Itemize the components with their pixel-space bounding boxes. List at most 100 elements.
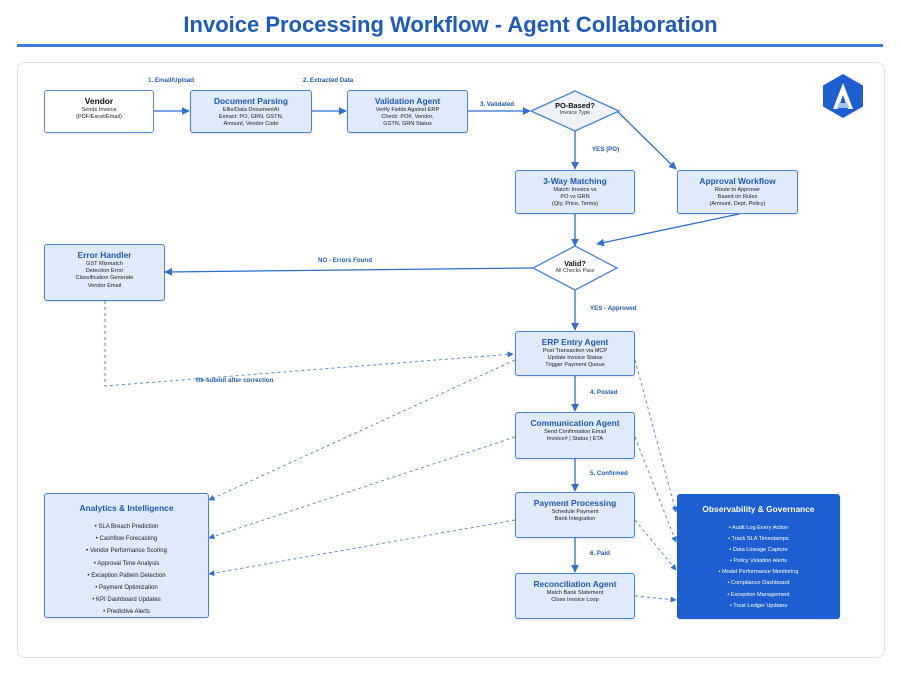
node-parsing-line: Ellie/Data DocumentAI (222, 107, 280, 113)
node-recon-title: Reconciliation Agent (533, 579, 617, 589)
node-threeway-line: (Qty, Price, Terms) (551, 201, 599, 208)
edge-resubmit (104, 301, 514, 387)
node-obs-item: • Exception Management (727, 591, 790, 598)
node-analytics-item: • Exception Pattern Detection (87, 572, 166, 579)
node-vendor: Vendor Sends Invoice (PDF/Excel/Email) (44, 90, 154, 133)
node-validation-line: GSTN, GRN Status (383, 121, 432, 128)
edge-label-paid: 6. Paid (590, 550, 610, 557)
node-obs-title: Observability & Governance (702, 504, 815, 514)
node-analytics-title: Analytics & Intelligence (79, 503, 174, 513)
node-payment-processing: Payment Processing Schedule Payment Bank… (515, 492, 635, 538)
page-title: Invoice Processing Workflow - Agent Coll… (183, 12, 718, 37)
brand-logo-icon (823, 74, 863, 118)
edge-label-email-upload: 1. Email/Upload (148, 77, 195, 84)
node-validation-agent: Validation Agent Verify Fields Against E… (347, 90, 468, 133)
node-observability-governance: Observability & Governance • Audit Log E… (677, 494, 840, 619)
node-obs-item: • Policy Violation Alerts (730, 558, 787, 565)
node-vendor-line: Sends Invoice (81, 107, 117, 113)
edge-label-yes-po: YES (PO) (592, 146, 620, 153)
node-analytics-item: • Vendor Performance Scoring (86, 548, 167, 555)
edge-payment-analytics (208, 519, 516, 577)
edge-valid-error (164, 267, 534, 276)
node-obs-item: • Model Performance Monitoring (718, 569, 799, 576)
node-payment-line: Bank Integration (554, 516, 596, 523)
node-validation-title: Validation Agent (374, 96, 441, 106)
decision-po-sub: Invoice Type (559, 110, 591, 116)
node-validation-line: Check: PO#, Vendor, (381, 114, 434, 121)
node-threeway-line: PO vs GRN (560, 194, 590, 201)
node-parsing-line: Extract: PO, GRN, GSTN, (218, 114, 284, 121)
decision-valid-title: Valid? (564, 259, 586, 268)
node-erp-entry-agent: ERP Entry Agent Post Transaction via MCP… (515, 331, 635, 376)
decision-valid-sub: All Checks Pass (555, 268, 595, 274)
node-comm-line: Invoice# | Status | ETA (546, 436, 604, 443)
node-recon-line: Match Bank Statement (546, 590, 604, 596)
edge-recon-obs (634, 595, 677, 603)
node-analytics-item: • Approval Time Analysis (93, 560, 160, 567)
node-analytics-item: • KPI Dashboard Updates (92, 597, 161, 604)
node-three-way-matching: 3-Way Matching Match: Invoice vs PO vs G… (515, 170, 635, 214)
node-erp-line: Post Transaction via MCP (542, 348, 608, 354)
node-obs-item: • Track SLA Timestamps (728, 536, 789, 543)
node-error-line: Vendor Email (87, 282, 122, 289)
node-error-line: Classification Generate (75, 275, 134, 282)
node-erp-line: Update Invoice Status (547, 355, 603, 362)
node-erp-title: ERP Entry Agent (541, 337, 609, 347)
edge-approval-valid (596, 213, 740, 247)
node-threeway-title: 3-Way Matching (543, 176, 607, 186)
decision-po-title: PO-Based? (555, 101, 595, 110)
node-approval-line: (Amount, Dept, Policy) (709, 201, 766, 208)
node-communication-agent: Communication Agent Send Confirmation Em… (515, 412, 635, 459)
edge-payment-obs (634, 519, 677, 571)
edge-label-validated: 3. Validated (480, 101, 515, 108)
node-obs-item: • Data Lineage Capture (729, 547, 788, 554)
decision-po-shape (529, 90, 621, 132)
decision-valid: Valid? All Checks Pass (533, 259, 617, 275)
node-parsing-line: Amount, Vendor Code (223, 121, 279, 128)
node-analytics-item: • Cashflow Forecasting (95, 536, 158, 543)
edge-erp-analytics (208, 359, 516, 501)
node-erp-line: Trigger Payment Queue (545, 362, 605, 369)
node-recon-line: Close Invoice Loop (551, 597, 599, 604)
node-approval-workflow: Approval Workflow Route to Approver Base… (677, 170, 798, 214)
node-threeway-line: Match: Invoice vs (553, 187, 597, 193)
node-approval-line: Based on Rules (717, 194, 758, 201)
node-analytics-item: • SLA Breach Prediction (94, 524, 159, 530)
node-document-parsing: Document Parsing Ellie/Data DocumentAI E… (190, 90, 312, 133)
node-approval-title: Approval Workflow (699, 176, 776, 186)
node-comm-title: Communication Agent (530, 418, 620, 428)
node-reconciliation-agent: Reconciliation Agent Match Bank Statemen… (515, 573, 635, 619)
edge-label-confirmed: 5. Confirmed (590, 470, 628, 477)
node-obs-item: • Trust Ledger Updates (729, 602, 788, 609)
node-obs-item: • Compliance Dashboard (727, 580, 790, 587)
node-obs-item: • Audit Log Every Action (728, 525, 789, 531)
edge-label-extracted-data: 2. Extracted Data (303, 77, 354, 84)
title-divider (17, 44, 883, 47)
node-analytics-item: • Payment Optimization (95, 585, 158, 592)
node-vendor-line: (PDF/Excel/Email) (76, 114, 122, 121)
node-error-title: Error Handler (77, 250, 132, 260)
node-vendor-title: Vendor (84, 96, 114, 106)
node-payment-line: Schedule Payment (551, 509, 599, 515)
node-comm-line: Send Confirmation Email (544, 429, 606, 435)
node-error-handler: Error Handler GST Mismatch Detection Err… (44, 244, 165, 301)
decision-po-based: PO-Based? Invoice Type (531, 101, 619, 117)
edge-label-resubmit: Re-submit after correction (196, 377, 274, 384)
edge-label-no-errors: NO - Errors Found (318, 257, 372, 264)
node-analytics-intelligence: Analytics & Intelligence • SLA Breach Pr… (44, 493, 209, 618)
node-error-line: Detection Error (85, 268, 124, 275)
node-parsing-title: Document Parsing (214, 96, 288, 106)
edge-comm-analytics (208, 436, 516, 540)
edge-label-yes-approved: YES - Approved (590, 305, 637, 312)
edge-comm-obs (634, 436, 677, 543)
edge-label-posted: 4. Posted (590, 389, 618, 396)
edge-po-approval (616, 110, 677, 170)
decision-valid-shape (531, 245, 619, 291)
node-payment-title: Payment Processing (533, 498, 617, 508)
edge-erp-obs (634, 359, 678, 513)
node-validation-line: Verify Fields Against ERP (375, 107, 440, 113)
node-error-line: GST Mismatch (86, 261, 123, 267)
node-approval-line: Route to Approver (714, 187, 761, 193)
node-analytics-item: • Predictive Alerts (103, 609, 150, 616)
